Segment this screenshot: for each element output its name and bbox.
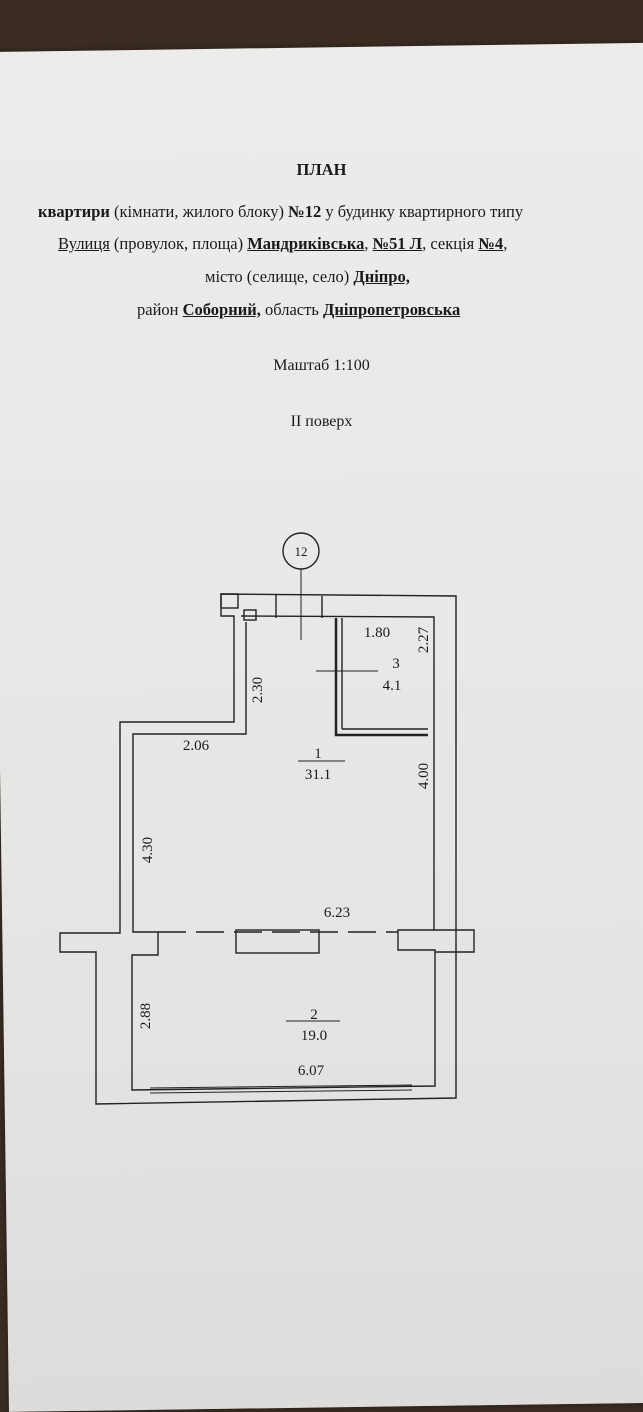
bathroom-wall (334, 618, 428, 737)
dim-400: 4.00 (416, 763, 432, 789)
scale-label: Маштаб 1:100 (273, 357, 370, 374)
page-title: ПЛАН (296, 160, 347, 179)
room-3-number: 3 (392, 656, 400, 672)
dim-227: 2.27 (416, 626, 432, 653)
dim-430: 4.30 (140, 837, 156, 863)
dim-206: 2.06 (183, 738, 210, 754)
header-line-1: квартири (кімнати, жилого блоку) №12 у б… (38, 202, 524, 221)
header-line-3: місто (селище, село) Дніпро, (205, 267, 410, 286)
inner-wall (131, 615, 436, 1091)
outer-wall (59, 593, 457, 1105)
apartment-number: 12 (295, 544, 308, 559)
dim-230: 2.30 (250, 677, 266, 703)
room-2-number: 2 (310, 1007, 318, 1023)
dim-180: 1.80 (364, 625, 390, 641)
room-1-number: 1 (314, 746, 322, 762)
room-2-area: 19.0 (301, 1028, 327, 1044)
floor-label: II поверх (290, 413, 353, 430)
dim-623: 6.23 (324, 905, 350, 921)
room-3-area: 4.1 (383, 678, 402, 694)
dim-607: 6.07 (298, 1063, 325, 1079)
header-line-4: район Соборний, область Дніпропетровська (137, 300, 461, 319)
dim-288: 2.88 (138, 1003, 154, 1029)
header-line-2: Вулиця (провулок, площа) Мандриківська, … (58, 234, 508, 253)
room-1-area: 31.1 (305, 767, 331, 783)
